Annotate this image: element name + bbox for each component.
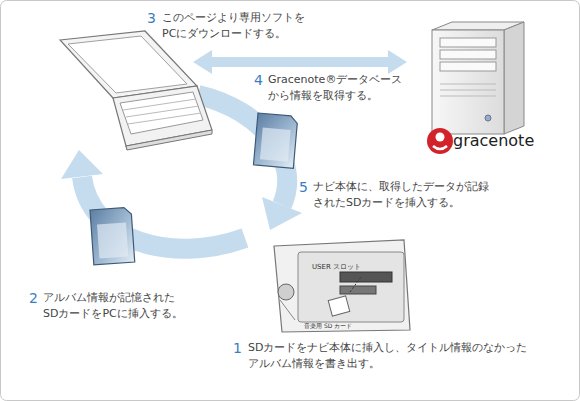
navi-knob — [278, 284, 294, 300]
inserted-sd — [328, 296, 350, 316]
arrow-head — [61, 150, 103, 179]
sd-card-label — [260, 127, 291, 161]
drive-bay — [440, 62, 496, 71]
laptop-illustration — [60, 31, 212, 150]
sd-card-body — [90, 207, 135, 265]
vent-line — [440, 90, 496, 91]
sd-card — [253, 113, 297, 168]
music-slot — [340, 286, 376, 294]
logo-hole — [436, 133, 445, 142]
laptop-keyboard — [120, 92, 203, 134]
double-arrow — [193, 50, 407, 74]
gracenote-logo-mark — [427, 128, 453, 154]
vent-line — [440, 84, 496, 85]
navi-face — [298, 252, 404, 322]
step-number: 3 — [147, 8, 156, 28]
key-row — [128, 113, 201, 124]
step-number: 2 — [29, 288, 38, 308]
sd-card-label — [97, 223, 128, 259]
user-slot — [340, 272, 392, 282]
server-front — [432, 30, 504, 134]
laptop-lid — [60, 31, 197, 98]
vent-line — [440, 96, 496, 97]
sd-card — [90, 207, 135, 265]
power-button — [485, 115, 491, 121]
navi-edge — [280, 300, 295, 320]
laptop-edge — [126, 130, 212, 150]
logo-text: gracenote — [453, 129, 534, 152]
laptop-screen — [68, 36, 187, 93]
drive-bay — [440, 50, 496, 59]
navi-illustration — [274, 240, 410, 332]
sd-card-body — [253, 113, 297, 168]
step-number: 1 — [233, 338, 242, 358]
slot-label: USER スロット — [312, 262, 361, 272]
arrow-head — [262, 197, 302, 230]
step-text: このページより専用ソフトを PCにダウンロードする。 — [162, 10, 372, 42]
step-text: ナビ本体に、取得したデータが記録 されたSDカードを挿入する。 — [313, 179, 553, 211]
step-text: Gracenote®データベース から情報を取得する。 — [268, 72, 468, 104]
drive-bay — [440, 38, 496, 47]
step-text: アルバム情報が記憶された SDカードをPCに挿入する。 — [43, 290, 243, 322]
step-text: SDカードをナビ本体に挿入し、タイトル情報のなかった アルバム情報を書き出す。 — [248, 340, 568, 372]
step-number: 5 — [299, 177, 308, 197]
server-illustration — [432, 22, 524, 134]
logo-stroke — [433, 146, 447, 149]
logo-circle — [427, 128, 453, 154]
leader-line — [350, 277, 361, 292]
step-number: 4 — [254, 70, 263, 90]
server-side — [504, 22, 524, 134]
slot-label: 音楽用 SD カード — [304, 322, 352, 331]
navi-panel — [274, 240, 410, 332]
